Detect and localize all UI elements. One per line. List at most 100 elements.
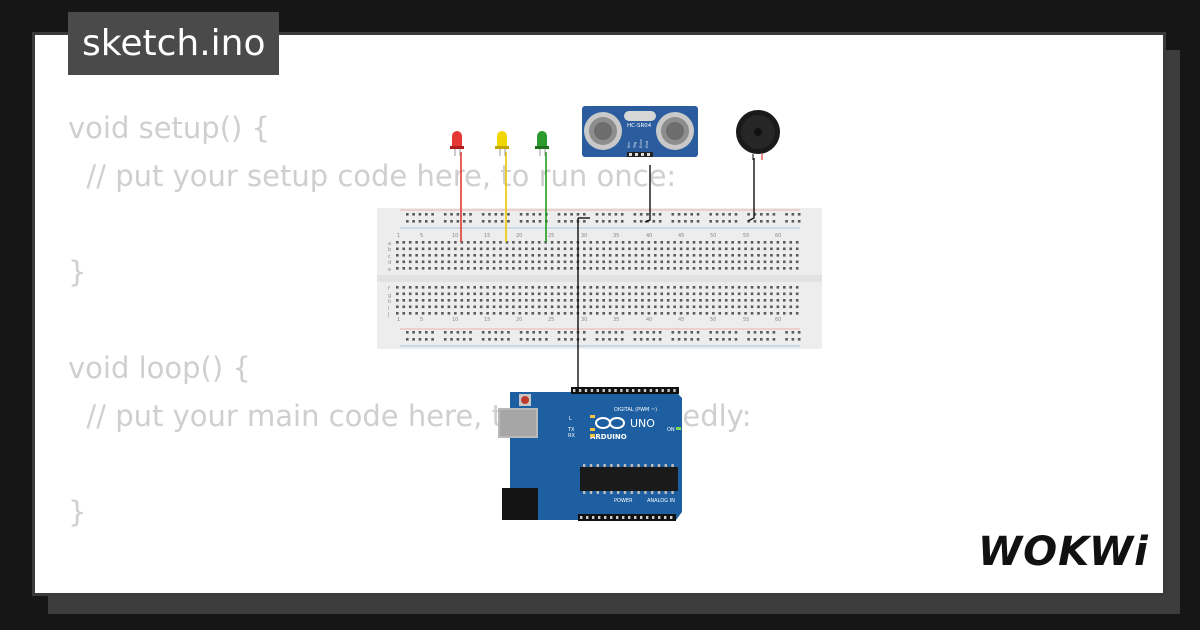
- breadboard-hole: [789, 299, 793, 302]
- breadboard-hole: [776, 286, 780, 289]
- breadboard-hole: [654, 260, 657, 264]
- breadboard-hole: [634, 267, 638, 270]
- breadboard: 1 5 10 15 20 25 30 35 40 45 50 55 60 1 5…: [377, 208, 822, 349]
- breadboard-hole: [602, 254, 605, 257]
- breadboard-rail-hole: [582, 213, 586, 216]
- breadboard-rail-hole: [494, 338, 498, 341]
- breadboard-rail-hole: [677, 338, 681, 341]
- breadboard-rail-hole: [582, 338, 586, 341]
- breadboard-rail-hole: [696, 331, 700, 334]
- breadboard-hole: [770, 305, 773, 309]
- breadboard-hole: [512, 247, 515, 251]
- header-pin: [610, 516, 613, 519]
- breadboard-hole: [731, 267, 734, 270]
- breadboard-hole: [641, 260, 644, 264]
- breadboard-hole: [750, 241, 754, 244]
- ultrasonic-sensor[interactable]: HC-SR04 Vcc Trig Echo Gnd: [582, 106, 698, 157]
- breadboard-rail-hole: [601, 338, 605, 341]
- breadboard-hole: [531, 305, 535, 309]
- breadboard-hole: [492, 241, 496, 244]
- breadboard-hole: [673, 299, 676, 302]
- arduino-logo: [595, 417, 625, 429]
- breadboard-rail-hole: [709, 213, 713, 216]
- code-line: void setup() {: [68, 111, 270, 145]
- breadboard-hole: [679, 254, 683, 257]
- breadboard-hole: [512, 260, 515, 264]
- file-name-tab[interactable]: sketch.ino: [68, 12, 280, 75]
- breadboard-rail-hole: [652, 213, 656, 216]
- breadboard-hole: [621, 299, 625, 302]
- breadboard-hole: [525, 247, 528, 251]
- breadboard-hole: [428, 292, 431, 296]
- breadboard-column-label: 40: [646, 317, 652, 323]
- breadboard-hole: [473, 299, 476, 302]
- wire-black[interactable]: [644, 165, 651, 223]
- chip-leg: [603, 464, 606, 467]
- breadboard-rail-hole: [456, 331, 460, 334]
- breadboard-rail-hole: [658, 331, 662, 334]
- breadboard-rail-hole: [759, 220, 763, 223]
- breadboard-hole: [550, 286, 554, 289]
- breadboard-rail-hole: [772, 220, 776, 223]
- wire-black[interactable]: [747, 158, 755, 222]
- breadboard-hole: [525, 260, 528, 264]
- header-pin: [646, 516, 649, 519]
- breadboard-hole: [647, 254, 651, 257]
- breadboard-hole: [595, 286, 599, 289]
- breadboard-hole: [679, 241, 683, 244]
- breadboard-hole: [421, 254, 425, 257]
- breadboard-hole: [718, 247, 722, 251]
- wokwi-logo[interactable]: WOKWi: [978, 529, 1149, 575]
- chip-leg: [589, 491, 593, 494]
- breadboard-rail-hole: [595, 331, 599, 334]
- breadboard-hole: [602, 286, 605, 289]
- breadboard-hole: [454, 254, 457, 257]
- reset-button-cap[interactable]: [521, 396, 529, 404]
- led-on-indicator: [676, 427, 681, 430]
- breadboard-hole: [634, 312, 638, 315]
- header-pin: [658, 516, 661, 519]
- breadboard-hole: [583, 299, 586, 302]
- breadboard-hole: [718, 267, 722, 270]
- breadboard-hole: [434, 305, 438, 309]
- breadboard-hole: [679, 260, 683, 264]
- led-green[interactable]: [535, 131, 549, 156]
- breadboard-hole: [499, 260, 502, 264]
- breadboard-hole: [434, 241, 438, 244]
- breadboard-hole: [654, 241, 657, 244]
- arduino-uno-board[interactable]: ARDUINO UNO DIGITAL (PWM ~) ON L TX RX P…: [498, 387, 682, 521]
- breadboard-hole: [628, 260, 631, 264]
- breadboard-hole: [505, 254, 509, 257]
- breadboard-hole: [447, 305, 451, 309]
- led-yellow[interactable]: [495, 131, 509, 156]
- breadboard-hole: [441, 241, 444, 244]
- breadboard-hole: [724, 267, 728, 270]
- breadboard-hole: [660, 299, 664, 302]
- breadboard-hole: [673, 241, 676, 244]
- breadboard-hole: [544, 260, 547, 264]
- breadboard-hole: [634, 247, 638, 251]
- breadboard-hole: [673, 247, 676, 251]
- breadboard-rail-hole: [532, 331, 536, 334]
- breadboard-hole: [492, 260, 496, 264]
- header-pin: [614, 389, 617, 392]
- led-red[interactable]: [450, 131, 464, 156]
- breadboard-hole: [757, 292, 760, 296]
- breadboard-hole: [486, 254, 489, 257]
- breadboard-column-label: 5: [420, 233, 423, 239]
- breadboard-rail-hole: [570, 213, 573, 216]
- breadboard-hole: [686, 241, 689, 244]
- breadboard-hole: [563, 260, 567, 264]
- breadboard-hole: [628, 299, 631, 302]
- breadboard-hole: [783, 267, 786, 270]
- breadboard-hole: [454, 299, 457, 302]
- breadboard-hole: [615, 260, 618, 264]
- breadboard-rail-hole: [722, 338, 725, 341]
- breadboard-hole: [570, 247, 573, 251]
- board-on-label: ON: [667, 427, 675, 433]
- buzzer[interactable]: [736, 110, 780, 160]
- breadboard-hole: [441, 247, 444, 251]
- board-power-label: POWER: [614, 498, 633, 504]
- breadboard-hole: [518, 267, 522, 270]
- chip-legs: [583, 464, 674, 494]
